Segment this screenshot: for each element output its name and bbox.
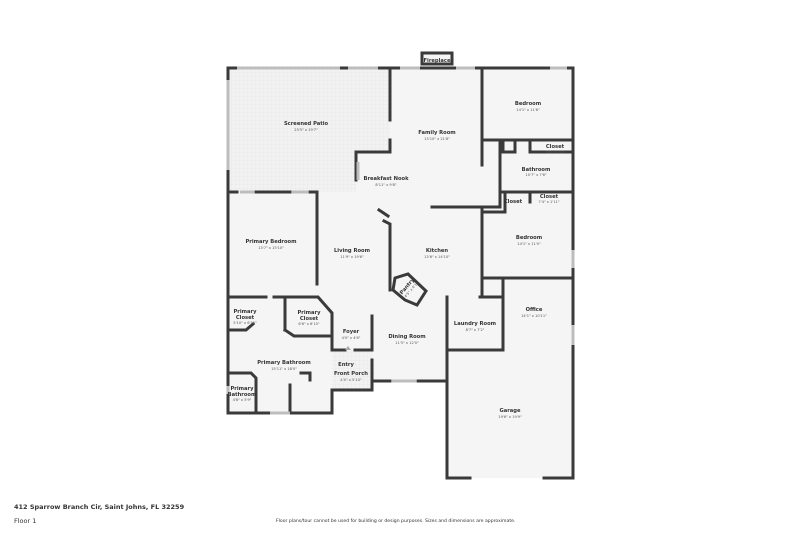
dim-living: 11'9" x 19'6" [340,255,364,259]
dim-bed2: 14'1" x 11'0" [517,242,541,246]
label-entry: Entry [338,362,354,368]
dim-bath: 10'7" x 7'6" [525,173,546,177]
property-address: 412 Sparrow Branch Cir, Saint Johns, FL … [14,503,185,511]
label-primary-bathroom-2: Primary [231,386,255,392]
label-front-porch: Front Porch [334,371,368,377]
label-bedroom-2: Bedroom [516,235,542,241]
dim-primary-bed: 13'7" x 15'10" [258,246,284,250]
label-dining-room: Dining Room [388,334,425,340]
dim-pbath2: 4'8" x 5'9" [233,398,252,402]
label-laundry-room: Laundry Room [454,321,496,327]
dim-nook: 8'11" x 9'8" [375,183,396,187]
label-primary-closet-2: Primary [298,310,322,316]
dim-garage: 19'6" x 19'9" [498,415,522,419]
label-primary-closet-2b: Closet [300,316,319,322]
label-fireplace: Fireplace [424,58,451,64]
dim-pcloset1: 5'10" x 6'10" [233,321,257,325]
dim-laundry: 8'7" x 7'2" [466,328,485,332]
disclaimer: Floor plans/tour cannot be used for buil… [276,519,516,524]
label-living-room: Living Room [334,248,370,254]
dim-closet1: 5'8" x 2'0" [546,150,565,154]
label-primary-bathroom-2b: Bathroom [228,392,257,398]
label-family-room: Family Room [418,130,455,136]
floor-fill [228,53,573,478]
dim-porch: 4'0" x 5'10" [340,378,361,382]
dim-pbath: 15'11" x 18'0" [271,367,297,371]
dim-patio: 25'5" x 19'7" [294,128,318,132]
label-foyer: Foyer [343,329,360,335]
label-patio: Screened Patio [284,121,329,127]
label-closet-1: Closet [546,144,565,150]
dim-foyer: 4'0" x 4'6" [342,336,361,340]
label-closet-2: Closet [504,199,523,205]
dim-pcloset2: 6'6" x 6'10" [298,322,319,326]
label-primary-closet-1b: Closet [236,315,255,321]
label-primary-bathroom: Primary Bathroom [257,360,311,366]
room-labels: Fireplace Screened Patio 25'5" x 19'7" F… [228,58,565,419]
label-closet-3: Closet [540,194,559,200]
dim-bed1: 14'1" x 11'6" [516,108,540,112]
dim-closet3: 7'4" x 1'11" [538,200,559,204]
dim-dining: 11'5" x 12'0" [395,341,419,345]
label-kitchen: Kitchen [426,248,449,254]
label-bathroom: Bathroom [522,167,551,173]
floor-label: Floor 1 [14,517,37,525]
label-breakfast-nook: Breakfast Nook [363,176,409,182]
label-primary-closet-1: Primary [234,309,258,315]
label-garage: Garage [499,408,521,414]
windows [226,66,575,415]
label-bedroom-1: Bedroom [515,101,541,107]
dim-kitchen: 13'6" x 14'10" [424,255,450,259]
dim-office: 14'1" x 10'11" [521,314,547,318]
label-office: Office [526,307,543,313]
label-primary-bedroom: Primary Bedroom [245,239,296,245]
dim-family: 13'10" x 21'8" [424,137,450,141]
entry-arrow-icon [345,346,351,350]
